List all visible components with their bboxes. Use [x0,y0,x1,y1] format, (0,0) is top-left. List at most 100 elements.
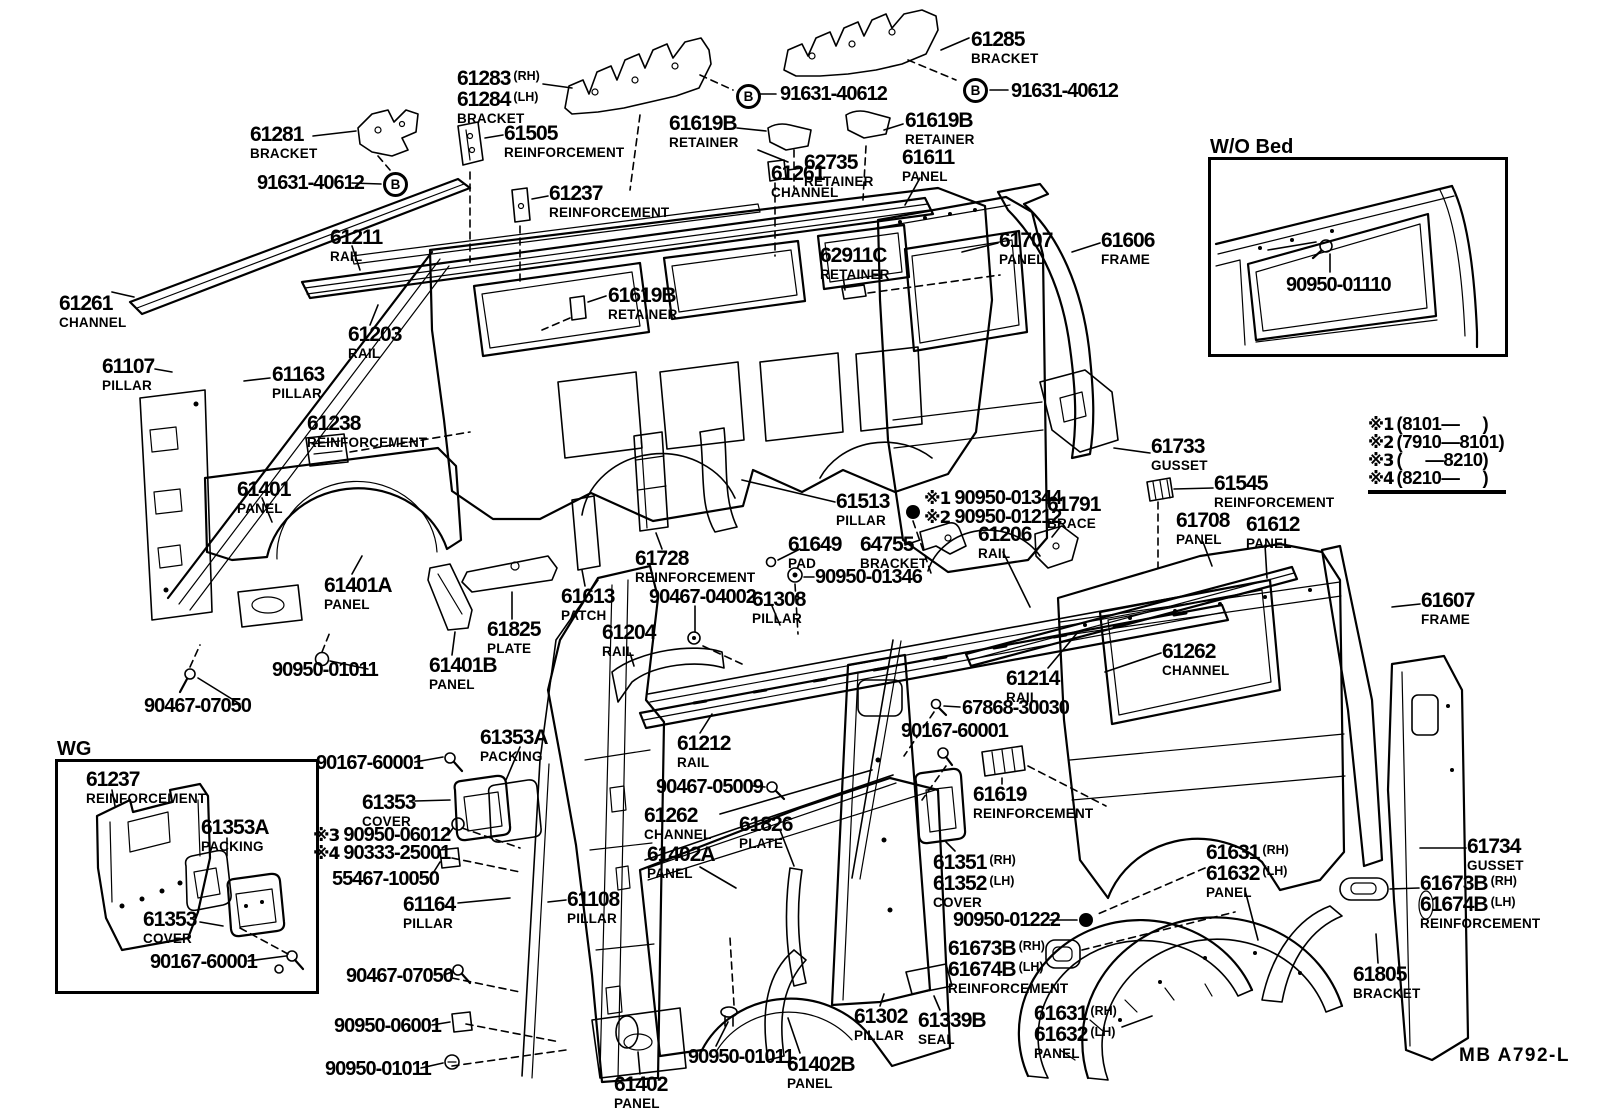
label-61402a-row: PANEL [647,865,715,881]
reference-mark: ※3 [313,826,340,846]
part-side-suffix: (RH) [1262,843,1289,857]
part-number: 61649 [788,533,842,556]
label-61513-row: PILLAR [836,512,889,528]
part-number: 61351 [933,851,987,874]
part-side-suffix: (LH) [1018,960,1044,974]
part-number: 61545 [1214,472,1268,495]
part-number: 61163 [272,363,325,386]
label-61505-row: REINFORCEMENT [504,144,624,160]
label-61826-row: PLATE [739,835,792,851]
label-61302-row: PILLAR [854,1027,907,1043]
part-name: PANEL [1176,532,1222,547]
reference-mark: ※4 [313,844,340,864]
label-61708-row: 61708 [1176,509,1230,532]
part-side-suffix: (LH) [1262,864,1288,878]
part-name: COVER [143,931,193,946]
code-90950-01222: 90950-01222 [953,910,1061,930]
part-name: FRAME [1101,252,1150,267]
code-90950-01110-row: 90950-01110 [1286,275,1392,295]
label-61212-row: RAIL [677,754,730,770]
label-61402b-row: PANEL [787,1075,855,1091]
part-number: 61402A [647,843,716,866]
code-55467-10050-row: 55467-10050 [332,869,440,889]
part-name: REINFORCEMENT [635,570,756,585]
label-61107-row: 61107 [102,356,155,377]
label-61619b-mid-row: 61619B [608,285,678,306]
label-61613-row: 61613 [561,586,615,607]
label-61791-row: BRACE [1047,515,1100,531]
part-side-suffix: (LH) [1090,1025,1116,1039]
label-61673b-right-row: 61674B(LH) [1420,894,1540,915]
label-61163-row: PILLAR [272,385,324,401]
part-number: 61632 [1206,862,1260,885]
part-code: 90167-60001 [316,752,424,774]
label-61237-wg-row: REINFORCEMENT [86,790,206,806]
part-name: PANEL [647,866,693,881]
label-61607-row: 61607 [1421,590,1475,611]
label-61285-row: BRACKET [971,50,1038,66]
bolt-mark-mid-row: B [736,84,761,109]
reference-mark: ※2 [1368,433,1395,452]
note-row: ※4 (8210— ) [1368,467,1504,488]
part-name: BRACKET [250,146,318,161]
part-side-suffix: (RH) [1490,874,1517,888]
label-61728-row: REINFORCEMENT [635,569,755,585]
label-61619-row: 61619 [973,784,1093,805]
label-61402-row: PANEL [614,1095,667,1111]
part-side-suffix: (LH) [1490,895,1516,909]
part-code: 90950-01011 [325,1058,432,1080]
part-number: 61164 [403,893,456,916]
label-61353-wg-row: 61353 [143,909,197,930]
part-code: 90950-01344 [954,487,1062,509]
label-61211-row: RAIL [330,248,382,264]
part-code: 91631-40612 [257,172,365,194]
label-61261-left-row: CHANNEL [59,314,126,330]
label-61238-row: 61238 [307,413,427,434]
part-number: 61285 [971,28,1025,51]
part-number: 61261 [59,292,113,315]
label-61353a-wg-row: PACKING [201,838,269,854]
label-61402-row: 61402 [614,1073,668,1096]
label-61214-row: RAIL [1006,689,1059,705]
part-number: 61611 [902,146,955,169]
label-61545-row: 61545 [1214,473,1334,494]
label-61285-row: 61285 [971,29,1038,50]
code-90950-01346: 90950-01346 [815,567,923,587]
part-number: 61707 [999,229,1053,252]
label-61734-row: 61734 [1467,836,1524,857]
label-61353a-row: 61353A [480,727,549,748]
bolt-mark-right: B [963,78,988,103]
label-61351-61352-row: COVER [933,894,1016,910]
reference-mark: ※1 [1368,415,1395,434]
label-61402b-row: 61402B [787,1054,856,1075]
label-62911c-row: RETAINER [820,266,890,282]
part-number: 61353A [201,816,270,839]
part-number: 61402 [614,1073,668,1096]
part-number: 61204 [602,621,656,644]
note-row: ※2 (7910—8101) [1368,431,1505,452]
part-number: 61708 [1176,509,1230,532]
part-name: PILLAR [403,916,453,931]
part-number: 61619B [608,284,677,307]
part-code: 90333-25001 [343,842,451,864]
part-name: PANEL [902,169,948,184]
label-61825-row: PLATE [487,640,540,656]
